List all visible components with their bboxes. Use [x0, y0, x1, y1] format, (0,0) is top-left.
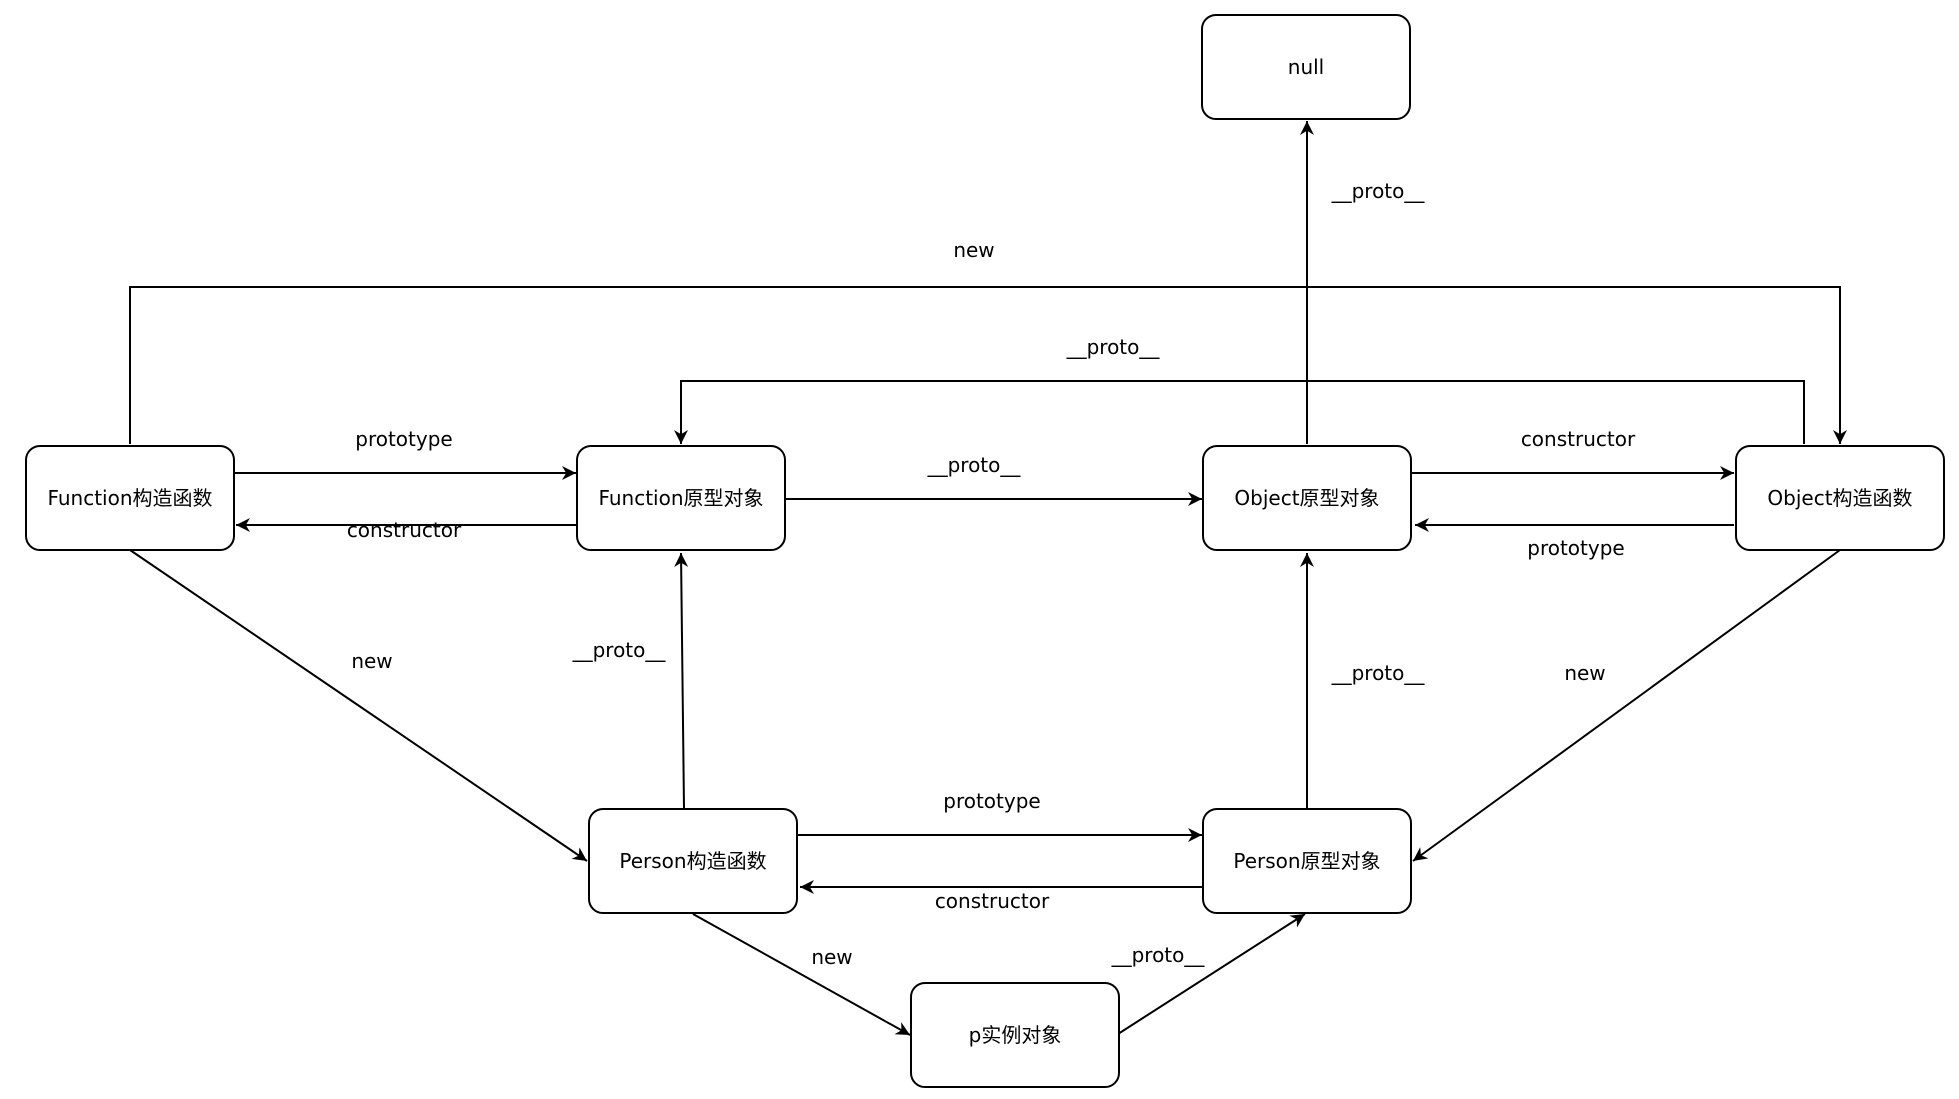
edge-object-ctor-prototype: prototype [1415, 518, 1734, 560]
edge-label: new [351, 649, 392, 673]
edge-label: constructor [347, 518, 462, 542]
node-p-instance: p实例对象 [910, 982, 1120, 1088]
node-null: null [1201, 14, 1411, 120]
edge-label: constructor [1521, 427, 1636, 451]
edge-label: prototype [943, 789, 1040, 813]
node-function-constructor: Function构造函数 [25, 445, 235, 551]
edge-object-proto-to-null: __proto__ [1300, 121, 1426, 444]
node-label: Object构造函数 [1767, 486, 1912, 510]
edge-object-ctor-proto-function-proto: __proto__ [674, 335, 1805, 444]
edge-p-instance-proto-person-proto: __proto__ [1111, 913, 1306, 1035]
edge-label: new [1564, 661, 1605, 685]
node-label: Function构造函数 [47, 486, 212, 510]
edge-label: __proto__ [572, 638, 667, 662]
edge-function-proto-proto-object-proto: __proto__ [785, 453, 1202, 506]
node-person-prototype: Person原型对象 [1202, 808, 1412, 914]
node-person-constructor: Person构造函数 [588, 808, 798, 914]
edge-label: __proto__ [1111, 943, 1206, 967]
edge-label: __proto__ [1066, 335, 1161, 359]
edge-person-proto-proto-object-proto: __proto__ [1300, 553, 1426, 808]
node-function-prototype: Function原型对象 [576, 445, 786, 551]
edge-label: new [953, 238, 994, 262]
node-object-prototype: Object原型对象 [1202, 445, 1412, 551]
edge-label: __proto__ [1331, 179, 1426, 203]
node-label: Function原型对象 [598, 486, 763, 510]
edge-person-ctor-prototype: prototype [797, 789, 1202, 842]
edge-person-ctor-proto-function-proto: __proto__ [572, 552, 689, 809]
edge-person-ctor-new-p-instance: new [692, 913, 911, 1036]
node-label: p实例对象 [969, 1023, 1062, 1047]
edge-label: __proto__ [1331, 661, 1426, 685]
edge-object-ctor-new-person-proto: new [1412, 549, 1841, 862]
node-object-constructor: Object构造函数 [1735, 445, 1945, 551]
node-label: Person构造函数 [619, 849, 766, 873]
edge-label: new [811, 945, 852, 969]
edge-function-ctor-new-person-ctor: new [129, 549, 588, 862]
edge-person-proto-constructor: constructor [800, 880, 1202, 913]
edge-object-proto-constructor: constructor [1412, 427, 1734, 480]
node-label: Object原型对象 [1234, 486, 1379, 510]
node-label: Person原型对象 [1233, 849, 1380, 873]
edge-label: prototype [1527, 536, 1624, 560]
edge-label: __proto__ [927, 453, 1022, 477]
node-label: null [1288, 55, 1324, 79]
edge-label: prototype [355, 427, 452, 451]
edge-label: constructor [935, 889, 1050, 913]
edge-function-proto-constructor: constructor [236, 518, 576, 542]
edge-function-ctor-new-object-ctor: new [129, 238, 1847, 444]
edge-function-ctor-prototype: prototype [233, 427, 576, 480]
